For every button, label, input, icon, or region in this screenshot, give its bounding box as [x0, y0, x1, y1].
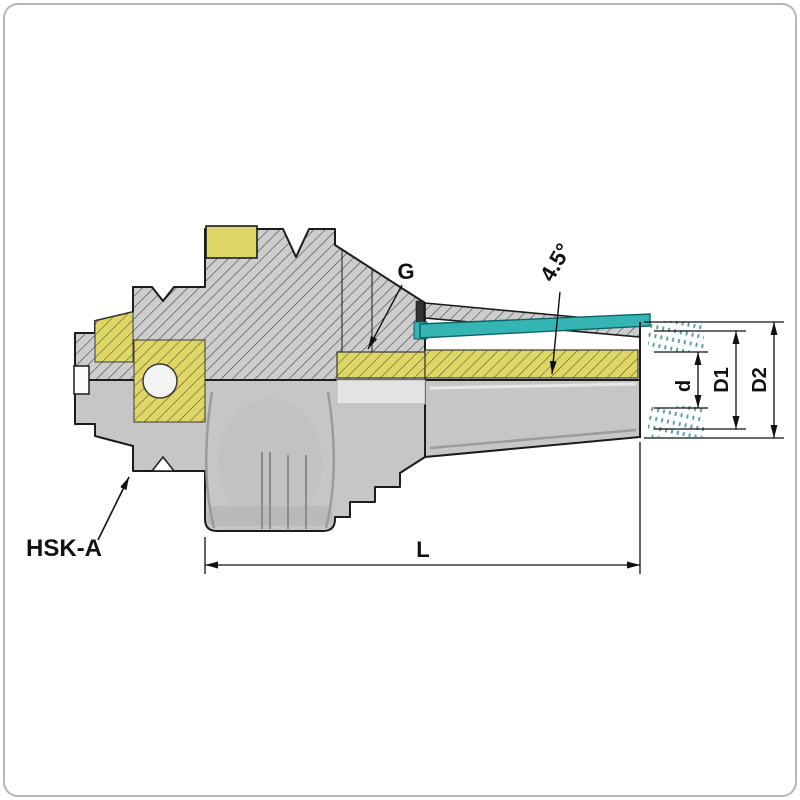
leader-g: [367, 284, 403, 350]
dimension-l: [204, 442, 641, 574]
dim-label-d2: D2: [749, 367, 771, 393]
border-frame: [3, 3, 797, 797]
dim-label-d1: D1: [711, 367, 733, 393]
leader-hsk-a: [97, 476, 130, 541]
clamp-groove-yellow: [205, 225, 258, 259]
nose-shade: [429, 428, 637, 450]
label-angle: 4.5°: [535, 239, 576, 286]
label-hsk-a: HSK-A: [26, 535, 102, 562]
dimension-d2: [644, 321, 784, 439]
nose-highlight: [429, 382, 637, 390]
leader-angle: [549, 291, 561, 375]
flange-groove-lower: [150, 455, 176, 472]
thread-bore-yellow: [336, 351, 426, 379]
dimension-d: [654, 351, 708, 409]
shank-taper-wall-yellow: [94, 311, 134, 363]
thread-dashes-lower: [648, 406, 704, 437]
bore-lower-surface: [336, 379, 426, 405]
nose-bore-yellow: [424, 349, 639, 379]
dimension-d1: [654, 330, 746, 430]
coolant-notch: [73, 365, 90, 395]
thread-dashes-upper: [648, 321, 704, 352]
label-g: G: [397, 259, 414, 284]
surface-shading: [205, 391, 335, 529]
drive-slot-hole: [142, 363, 178, 399]
dim-label-l: L: [416, 537, 429, 562]
dim-label-d: d: [673, 380, 695, 392]
tube-clamp-screw: [415, 300, 425, 326]
